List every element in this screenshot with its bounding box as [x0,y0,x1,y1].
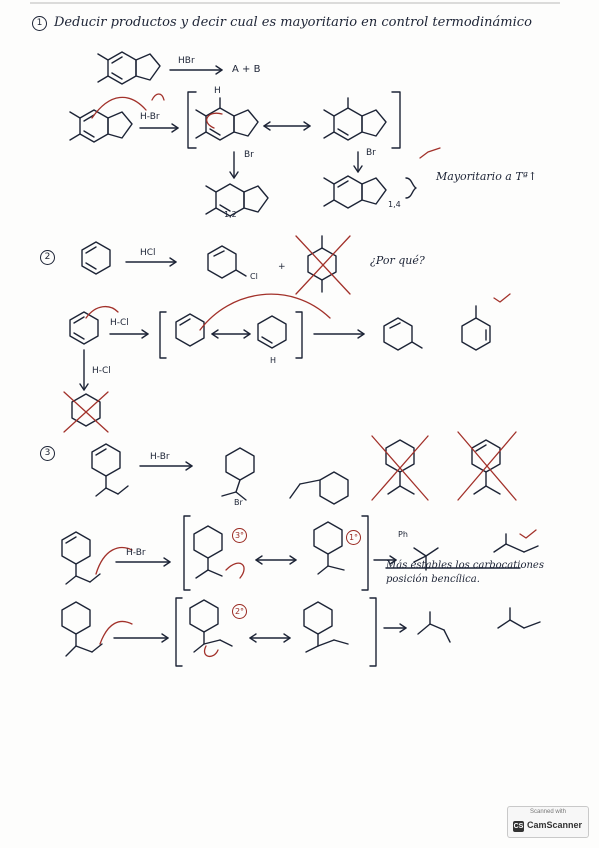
styrene-diene-1 [91,443,129,497]
product-g [417,611,451,643]
allyl-chloride-product-3 [461,305,491,351]
section-2-number: 2 [40,250,55,265]
s1-note: Mayoritario a Tª↑ [436,170,538,183]
brace-1 [405,177,417,199]
s2-h-label: H [270,356,277,365]
allyl-cation-2 [257,315,287,349]
cation-2deg [189,599,233,653]
checkmark-2 [493,293,511,303]
cation-3deg [193,525,223,579]
camscanner-name: CamScanner [527,820,583,830]
s3-note-line1: Más estables los carbocationes [386,560,544,571]
diene-structure-1 [97,51,161,85]
checkmark-1 [419,147,441,159]
product-12-structure [205,183,269,217]
allyl-chloride-product-2 [383,317,423,351]
red-cross-d2 [457,431,517,501]
styrene-diene-3 [61,601,103,657]
diene-structure-2 [69,109,133,143]
carbocation-structure-2 [323,97,387,141]
s3-deg1: 1° [346,530,361,545]
s1-br-label-2: Br [366,148,376,158]
s3-mech-reagent: H-Br [126,548,146,558]
s2-cl-label: Cl [250,272,258,281]
s3-note-line2: posición bencílica. [386,574,480,585]
section-1-number: 1 [32,16,47,31]
s2-plus: + [278,262,286,272]
product-14-structure [323,175,387,209]
s1-reagent: HBr [178,56,195,66]
s2-mech-reagent-2: H-Cl [92,366,111,376]
camscanner-logo-icon: CS [513,821,524,832]
s1-label-14: 1,4 [388,200,401,209]
s2-question: ¿Por qué? [370,254,425,267]
allyl-chloride-product-1 [207,245,247,279]
cation-1deg [313,521,345,575]
checkmark-3 [519,529,537,539]
product-c [385,439,415,495]
s3-ph-label: Ph [398,530,408,539]
crossed-cation [71,393,101,427]
s1-h-label: H [214,86,221,96]
s1-products: A + B [232,64,261,75]
red-cross-b [295,235,351,295]
product-d [471,439,501,495]
product-a [221,447,255,501]
red-arrow-2 [151,93,165,101]
s3-br-label: Br [234,498,243,507]
s1-mech-reagent: H-Br [140,112,160,122]
cation-1deg-b [303,601,349,653]
s3-reagent: H-Br [150,452,170,462]
s1-label-12: 1,2 [224,210,237,219]
s2-mech-reagent: H-Cl [110,318,129,328]
s3-deg3: 3° [232,528,247,543]
cyclohexadiene-1 [81,241,111,275]
product-f [493,533,539,553]
crossed-product [307,235,337,293]
styrene-diene-2 [61,531,101,585]
red-cross-c2 [371,435,429,501]
camscanner-badge: Scanned with CS CamScanner [507,806,589,838]
exercise-heading: Deducir productos y decir cual es mayori… [54,15,532,30]
cyclohexadiene-2 [69,311,99,345]
s3-deg2: 2° [232,604,247,619]
scanned-with-text: Scanned with [529,809,567,815]
s1-br-label-1: Br [244,150,254,160]
product-h [497,607,541,629]
s2-reagent: HCl [140,248,156,258]
red-arrow-1 [91,96,147,119]
product-b [289,471,349,505]
allyl-cation-1 [175,313,205,347]
carbocation-structure-1 [195,97,259,141]
section-3-number: 3 [40,446,55,461]
